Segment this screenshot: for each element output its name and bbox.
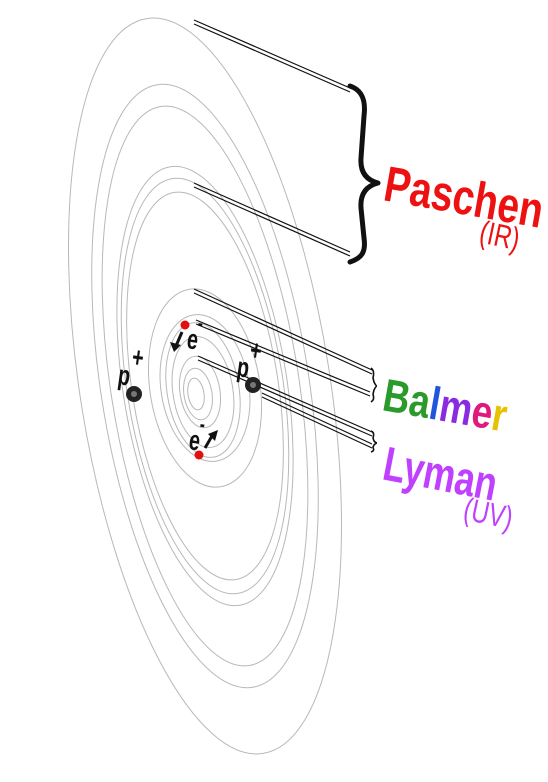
leader-lines [193, 19, 373, 449]
paschen-band-label: (IR) [477, 213, 524, 257]
balmer-leader-line [195, 319, 371, 393]
electron-bottom-label: e [187, 425, 202, 457]
electron-top-dot [180, 320, 190, 330]
proton-left: p + [116, 342, 146, 402]
paschen-leader-line [193, 186, 351, 257]
electron-top-arrow-shaft [174, 331, 184, 347]
orbit-ring [183, 367, 213, 421]
electron-top: e - [170, 312, 205, 356]
proton-right-plus: + [248, 335, 264, 368]
electron-bottom: e - [187, 413, 218, 460]
electron-top-minus: - [196, 312, 204, 337]
proton-right: p + [235, 335, 264, 393]
orbit-ring [101, 105, 309, 667]
orbit-ring [91, 83, 319, 689]
balmer-leader-line [193, 288, 373, 371]
orbit-ring [68, 17, 342, 755]
electron-bottom-dot [194, 450, 204, 460]
lyman-band-group: (UV) [461, 490, 517, 536]
lyman-brace [370, 430, 378, 453]
electron-top-label: e [185, 324, 200, 356]
balmer-leader-line [193, 292, 373, 375]
electron-top-arrow-head-icon [170, 342, 181, 352]
lyman-band-label: (UV) [461, 490, 517, 536]
orbit-ring [165, 322, 241, 458]
lyman-leader-line [197, 359, 373, 437]
balmer-label-group: Balmer [379, 369, 511, 442]
proton-right-label: p [235, 352, 251, 385]
balmer-brace [370, 367, 378, 403]
paschen-band-group: (IR) [477, 213, 524, 257]
proton-left-nucleus-dot [131, 391, 137, 397]
balmer-label: Balmer [379, 369, 511, 442]
lyman-leader-line [261, 392, 373, 445]
electron-bottom-minus: - [198, 413, 206, 438]
orbit-rings [68, 17, 342, 755]
orbit-ring [116, 165, 294, 607]
lyman-leader-line [197, 355, 373, 433]
paschen-leader-line [193, 23, 351, 93]
paschen-label-group: Paschen [380, 155, 548, 239]
paschen-brace [347, 83, 381, 265]
orbit-ring [126, 191, 284, 581]
orbit-ring [147, 288, 263, 488]
proton-left-label: p [116, 360, 132, 393]
proton-right-nucleus-dot [250, 382, 256, 388]
electron-bottom-arrow-shaft [203, 435, 214, 449]
paschen-leader-line [193, 182, 351, 253]
orbit-ring [178, 355, 222, 429]
paschen-label: Paschen [380, 155, 548, 239]
electron-bottom-arrow-head-icon [208, 430, 218, 441]
orbit-ring [171, 335, 235, 449]
orbit-ring [187, 377, 205, 411]
paschen-leader-line [193, 19, 351, 89]
balmer-leader-line [195, 323, 371, 397]
lyman-leader-line [261, 396, 373, 449]
proton-left-plus: + [130, 342, 146, 375]
